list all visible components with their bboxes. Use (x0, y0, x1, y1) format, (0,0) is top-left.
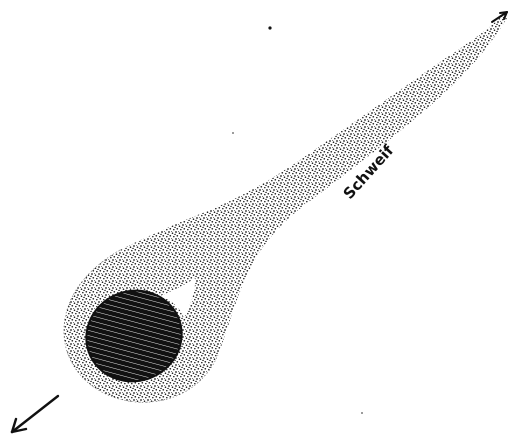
speck-dot (232, 132, 234, 134)
speck-dot (268, 26, 271, 29)
arrow-down-left-icon (12, 396, 58, 432)
speck-dot (361, 412, 363, 414)
